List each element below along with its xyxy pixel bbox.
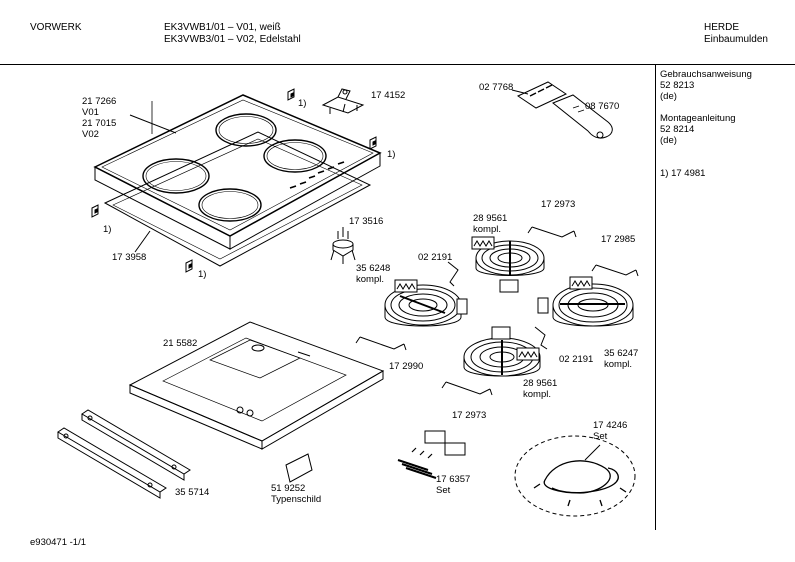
label-172990: 17 2990	[389, 361, 424, 372]
bracket-172973-top	[527, 226, 577, 238]
model-line-2: EK3VWB3/01 – V02, Edelstahl	[164, 34, 301, 45]
label-set: Set	[436, 485, 451, 496]
thermostat-part	[330, 227, 356, 264]
label-356247: 35 6247	[604, 348, 639, 359]
wire-022191-right	[534, 326, 548, 350]
footnote-marker: 1)	[298, 98, 307, 109]
label-173516: 17 3516	[349, 216, 384, 227]
label-v02: V02	[82, 129, 99, 140]
leader-217266	[129, 114, 177, 134]
label-172973-bottom: 17 2973	[452, 410, 487, 421]
document-id: e930471 -1/1	[30, 537, 86, 548]
footnote-marker: 1)	[198, 269, 207, 280]
bracket-172990	[355, 336, 407, 351]
label-022191-left: 02 2191	[418, 252, 453, 263]
footnote-marker: 1)	[103, 224, 112, 235]
leader-173958	[134, 230, 151, 253]
exploded-parts-drawing	[57, 81, 639, 517]
category-line-2: Einbaumulden	[704, 34, 768, 45]
sidebar-doc1-number: 52 8213	[660, 80, 695, 91]
footnote-marker: 1)	[387, 149, 396, 160]
wire-022191-left	[447, 261, 459, 287]
label-289561-top: 28 9561	[473, 213, 508, 224]
header-divider	[0, 64, 795, 65]
sidebar-doc2-lang: (de)	[660, 135, 677, 146]
cable-set	[514, 435, 636, 517]
label-022191-right: 02 2191	[559, 354, 594, 365]
label-172973-top: 17 2973	[541, 199, 576, 210]
label-087670: 08 7670	[585, 101, 620, 112]
category-line-1: HERDE	[704, 22, 740, 33]
label-set: Set	[593, 431, 608, 442]
label-356248: 35 6248	[356, 263, 391, 274]
connector-set	[397, 430, 466, 479]
scraper-tool	[516, 81, 613, 139]
label-176357: 17 6357	[436, 474, 471, 485]
label-173958: 17 3958	[112, 252, 147, 263]
bracket-172973-bottom	[441, 381, 493, 396]
sidebar-divider	[655, 64, 656, 530]
brand-name: VORWERK	[30, 22, 82, 33]
label-kompl: kompl.	[473, 224, 501, 235]
label-v01: V01	[82, 107, 99, 118]
heating-element-289561-top	[471, 236, 545, 293]
seal-frame	[103, 131, 372, 267]
bracket-172985	[591, 264, 639, 277]
label-027768: 02 7768	[479, 82, 514, 93]
heating-element-356248	[384, 279, 468, 327]
label-kompl: kompl.	[523, 389, 551, 400]
sidebar-footnote: 1) 17 4981	[660, 168, 706, 179]
clip-parts	[91, 88, 377, 273]
sidebar-doc2-number: 52 8214	[660, 124, 695, 135]
sidebar-doc1-title: Gebrauchsanweisung	[660, 69, 752, 80]
label-kompl: kompl.	[356, 274, 384, 285]
sidebar-doc1-lang: (de)	[660, 91, 677, 102]
side-rails	[57, 409, 191, 499]
label-215582: 21 5582	[163, 338, 198, 349]
bracket-174152	[321, 88, 365, 114]
label-typenschild: Typenschild	[271, 494, 322, 505]
label-289561-bottom: 28 9561	[523, 378, 558, 389]
leader-174246	[584, 444, 601, 461]
label-174246: 17 4246	[593, 420, 628, 431]
label-kompl: kompl.	[604, 359, 632, 370]
heating-element-356247	[537, 276, 634, 327]
label-519252: 51 9252	[271, 483, 306, 494]
cooktop-glass-panel	[93, 94, 382, 250]
bottom-tray	[128, 321, 385, 450]
heating-element-289561-bottom	[463, 326, 541, 377]
label-174152: 17 4152	[371, 90, 406, 101]
label-217266: 21 7266	[82, 96, 117, 107]
model-line-1: EK3VWB1/01 – V01, weiß	[164, 22, 281, 33]
sidebar-doc2-title: Montageanleitung	[660, 113, 736, 124]
label-355714: 35 5714	[175, 487, 210, 498]
label-217015: 21 7015	[82, 118, 117, 129]
type-plate	[285, 453, 313, 483]
label-172985: 17 2985	[601, 234, 636, 245]
leader-027768	[511, 89, 529, 95]
